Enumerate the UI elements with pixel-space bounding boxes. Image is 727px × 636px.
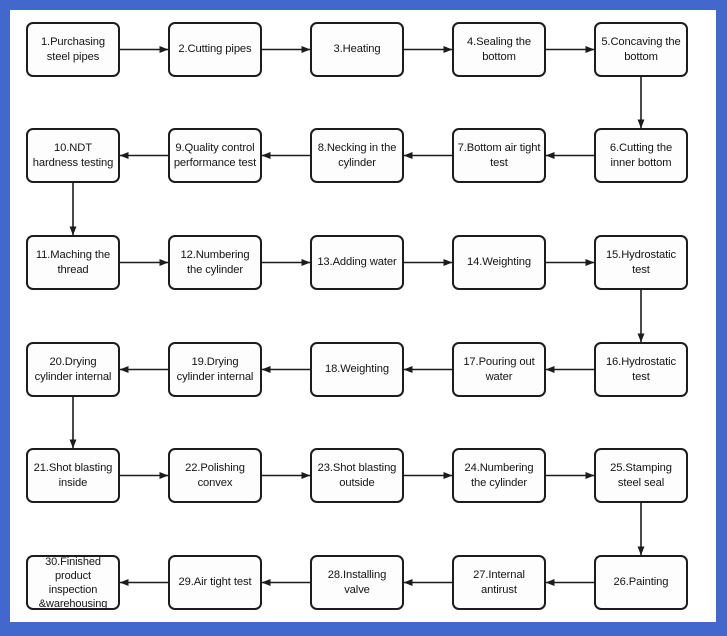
process-step-label: 11.Maching the thread <box>35 249 111 276</box>
process-step-24[interactable]: 24.Numbering the cylinder <box>452 448 546 503</box>
process-step-label: 19.Drying cylinder internal <box>176 356 254 383</box>
process-step-20[interactable]: 20.Drying cylinder internal <box>26 342 120 397</box>
process-step-13[interactable]: 13.Adding water <box>310 235 404 290</box>
process-step-label: 9.Quality control performance test <box>173 142 257 169</box>
process-step-23[interactable]: 23.Shot blasting outside <box>310 448 404 503</box>
process-step-label: 28.Installing valve <box>327 569 387 596</box>
process-step-label: 12.Numbering the cylinder <box>180 249 250 276</box>
process-step-16[interactable]: 16.Hydrostatic test <box>594 342 688 397</box>
process-step-12[interactable]: 12.Numbering the cylinder <box>168 235 262 290</box>
process-step-label: 10.NDT hardness testing <box>32 142 114 169</box>
process-step-9[interactable]: 9.Quality control performance test <box>168 128 262 183</box>
process-step-label: 4.Sealing the bottom <box>466 36 531 63</box>
process-step-label: 2.Cutting pipes <box>178 43 252 56</box>
process-step-label: 20.Drying cylinder internal <box>34 356 112 383</box>
process-step-label: 21.Shot blasting inside <box>33 462 113 489</box>
process-step-label: 3.Heating <box>333 43 381 56</box>
process-step-28[interactable]: 28.Installing valve <box>310 555 404 610</box>
process-step-29[interactable]: 29.Air tight test <box>168 555 262 610</box>
process-step-14[interactable]: 14.Weighting <box>452 235 546 290</box>
process-step-27[interactable]: 27.Internal antirust <box>452 555 546 610</box>
process-step-21[interactable]: 21.Shot blasting inside <box>26 448 120 503</box>
process-step-label: 22.Polishing convex <box>185 462 245 489</box>
process-step-11[interactable]: 11.Maching the thread <box>26 235 120 290</box>
connector-group <box>69 46 645 586</box>
process-step-6[interactable]: 6.Cutting the inner bottom <box>594 128 688 183</box>
process-step-3[interactable]: 3.Heating <box>310 22 404 77</box>
process-step-label: 7.Bottom air tight test <box>457 142 541 169</box>
process-step-label: 5.Concaving the bottom <box>601 36 681 63</box>
process-step-label: 29.Air tight test <box>178 576 252 589</box>
process-step-label: 30.Finished product inspection &warehous… <box>38 555 108 610</box>
process-step-label: 16.Hydrostatic test <box>605 356 677 383</box>
process-step-label: 26.Painting <box>613 576 669 589</box>
process-step-18[interactable]: 18.Weighting <box>310 342 404 397</box>
process-step-2[interactable]: 2.Cutting pipes <box>168 22 262 77</box>
process-step-label: 18.Weighting <box>325 363 389 376</box>
process-step-30[interactable]: 30.Finished product inspection &warehous… <box>26 555 120 610</box>
process-step-label: 1.Purchasing steel pipes <box>40 36 106 63</box>
process-step-label: 25.Stamping steel seal <box>610 462 672 489</box>
process-step-label: 27.Internal antirust <box>473 569 525 596</box>
process-step-19[interactable]: 19.Drying cylinder internal <box>168 342 262 397</box>
process-step-7[interactable]: 7.Bottom air tight test <box>452 128 546 183</box>
process-step-4[interactable]: 4.Sealing the bottom <box>452 22 546 77</box>
process-step-label: 17.Pouring out water <box>463 356 535 383</box>
process-step-label: 13.Adding water <box>317 256 397 269</box>
process-step-1[interactable]: 1.Purchasing steel pipes <box>26 22 120 77</box>
process-flowchart: 1.Purchasing steel pipes 2.Cutting pipes 3… <box>10 10 716 622</box>
process-step-22[interactable]: 22.Polishing convex <box>168 448 262 503</box>
process-step-label: 6.Cutting the inner bottom <box>609 142 673 169</box>
process-step-5[interactable]: 5.Concaving the bottom <box>594 22 688 77</box>
process-step-label: 15.Hydrostatic test <box>605 249 677 276</box>
process-step-25[interactable]: 25.Stamping steel seal <box>594 448 688 503</box>
process-step-17[interactable]: 17.Pouring out water <box>452 342 546 397</box>
process-step-label: 14.Weighting <box>467 256 531 269</box>
process-step-label: 8.Necking in the cylinder <box>317 142 397 169</box>
process-step-15[interactable]: 15.Hydrostatic test <box>594 235 688 290</box>
flowchart-canvas: 1.Purchasing steel pipes 2.Cutting pipes 3… <box>10 10 716 622</box>
process-step-label: 24.Numbering the cylinder <box>464 462 534 489</box>
process-step-8[interactable]: 8.Necking in the cylinder <box>310 128 404 183</box>
process-step-26[interactable]: 26.Painting <box>594 555 688 610</box>
process-step-10[interactable]: 10.NDT hardness testing <box>26 128 120 183</box>
process-step-label: 23.Shot blasting outside <box>317 462 397 489</box>
connector-layer <box>69 46 645 586</box>
